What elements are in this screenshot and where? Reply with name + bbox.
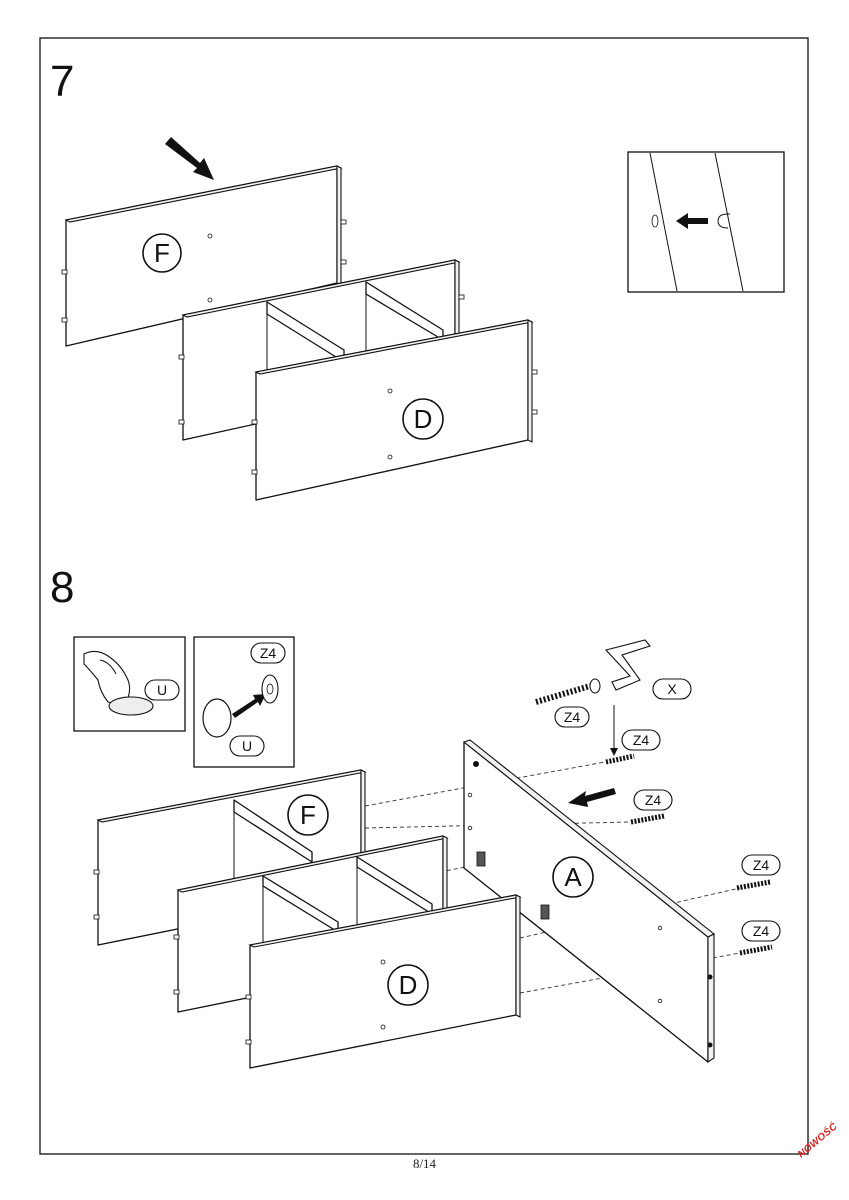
- direction-arrow: [165, 137, 214, 180]
- label-Z4-inset: Z4: [260, 645, 277, 661]
- panel-A: A: [462, 739, 716, 1064]
- panel-F-step8-label: F: [300, 800, 316, 830]
- panel-F-label: F: [154, 238, 170, 268]
- panel-D-step8: D: [245, 894, 522, 1069]
- screw-4: Z4: [739, 920, 781, 956]
- screw-loose: Z4: [535, 678, 618, 756]
- panel-A-label: A: [564, 862, 582, 892]
- label-X: X: [667, 681, 677, 697]
- page-number: 8/14: [412, 1156, 437, 1171]
- step-number-8: 8: [50, 563, 74, 612]
- inset-hand-press: U: [73, 636, 186, 732]
- page-frame: [39, 37, 809, 1155]
- panel-D-label: D: [414, 404, 433, 434]
- screw-3: Z4: [736, 854, 781, 891]
- panel-F: F: [61, 165, 347, 347]
- screw-1: Z4: [605, 729, 661, 765]
- step-number-7: 7: [50, 57, 74, 106]
- label-Z4-1: Z4: [633, 732, 650, 748]
- inset-pad-apply: Z4 U: [193, 636, 295, 768]
- label-Z4-2: Z4: [645, 792, 662, 808]
- panel-D: D: [251, 319, 538, 501]
- label-U-inset: U: [242, 738, 252, 754]
- label-U-hand: U: [157, 682, 167, 698]
- detail-inset-dowel: [627, 151, 785, 293]
- label-Z4-4: Z4: [753, 923, 770, 939]
- panel-D-step8-label: D: [399, 970, 418, 1000]
- screw-2: Z4: [630, 789, 673, 825]
- label-Z4-3: Z4: [753, 857, 770, 873]
- insertion-arrow: [568, 788, 616, 807]
- allen-key-tool: X: [604, 639, 692, 700]
- step-7: 7 F: [50, 57, 785, 501]
- step-8: 8 U Z4 U X: [50, 563, 781, 1069]
- label-Z4-loose: Z4: [564, 709, 581, 725]
